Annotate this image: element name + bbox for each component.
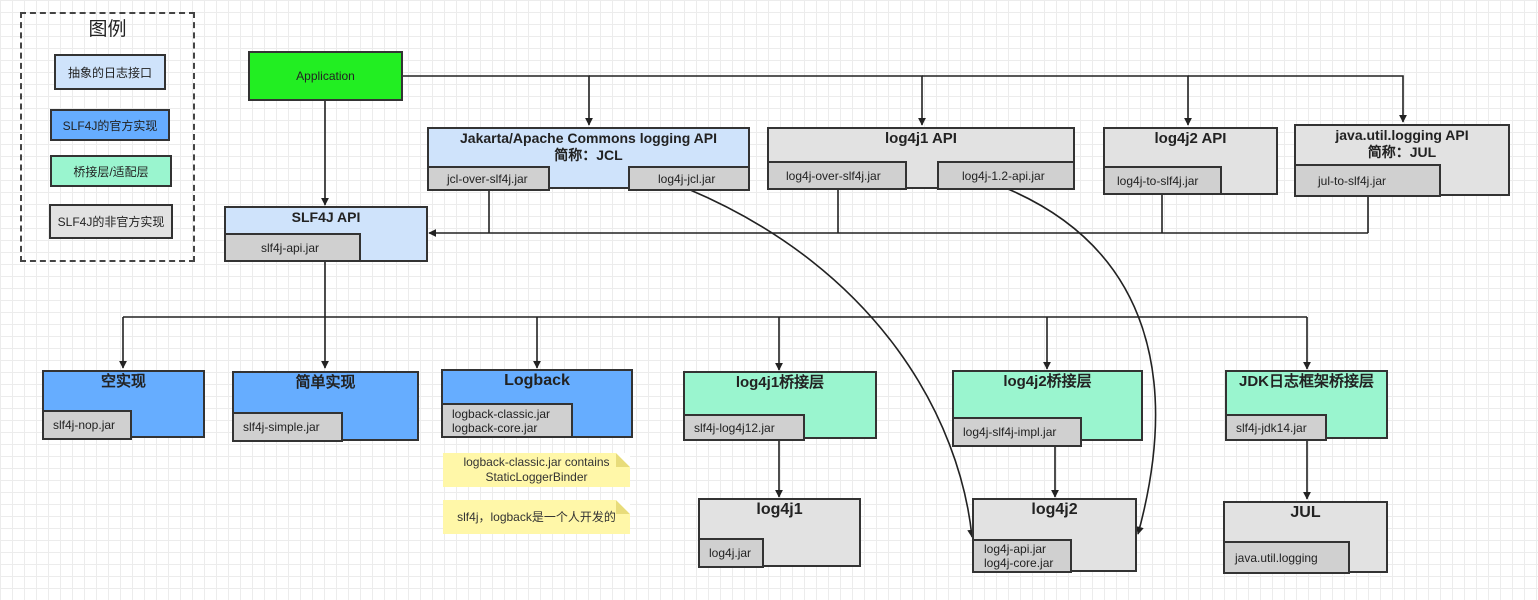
jul-to-slf4j-jar: jul-to-slf4j.jar bbox=[1294, 164, 1441, 197]
edge-log4j-jcl-to-log4j2 bbox=[687, 188, 976, 538]
note-same-author: slf4j，logback是一个人开发的 bbox=[443, 500, 630, 534]
log4j1-impl-box: log4j1 log4j.jar bbox=[698, 498, 861, 568]
slf4j-api-jar-label: slf4j-api.jar bbox=[261, 240, 320, 255]
jdk-bridge-title: JDK日志框架桥接层 bbox=[1238, 373, 1374, 390]
note2-text: slf4j，logback是一个人开发的 bbox=[457, 509, 616, 524]
jul-api-box: java.util.logging API 简称：JUL jul-to-slf4… bbox=[1294, 124, 1510, 197]
jcl-over-slf4j-jar: jcl-over-slf4j.jar bbox=[427, 166, 550, 191]
log4j-slf4j-impl-jar: log4j-slf4j-impl.jar bbox=[952, 417, 1082, 447]
logback-classic-jar-label: logback-classic.jar bbox=[452, 406, 551, 421]
note1-line2: StaticLoggerBinder bbox=[485, 470, 588, 484]
note-fold-icon bbox=[616, 453, 630, 467]
log4j1-bridge-title: log4j1桥接层 bbox=[735, 374, 825, 391]
log4j2-jars: log4j-api.jar log4j-core.jar bbox=[972, 539, 1072, 573]
jcl-api-box: Jakarta/Apache Commons logging API 简称：JC… bbox=[427, 127, 750, 191]
edge-app-to-jcl bbox=[402, 75, 593, 126]
log4j-to-slf4j-jar: log4j-to-slf4j.jar bbox=[1103, 166, 1222, 195]
application-box: Application bbox=[248, 51, 403, 101]
logback-box: Logback logback-classic.jar logback-core… bbox=[441, 369, 633, 438]
java-util-logging-jar: java.util.logging bbox=[1223, 541, 1350, 574]
edge-log4j-1-2-api-to-log4j2 bbox=[1007, 188, 1157, 535]
edge-app-to-log4j2-api bbox=[922, 75, 1192, 126]
log4j2-bridge-box: log4j2桥接层 log4j-slf4j-impl.jar bbox=[952, 370, 1143, 447]
log4j-core-jar-label: log4j-core.jar bbox=[984, 556, 1054, 570]
jul-to-slf4j-jar-label: jul-to-slf4j.jar bbox=[1318, 173, 1387, 188]
nop-impl-box: 空实现 slf4j-nop.jar bbox=[42, 370, 205, 440]
java-util-logging-label: java.util.logging bbox=[1235, 550, 1318, 565]
log4j1-api-box: log4j1 API log4j-over-slf4j.jar log4j-1.… bbox=[767, 127, 1075, 190]
legend-item-official-impl: SLF4J的官方实现 bbox=[50, 109, 170, 141]
note1-line1: logback-classic.jar contains bbox=[463, 455, 610, 469]
log4j-jcl-jar: log4j-jcl.jar bbox=[628, 166, 750, 191]
slf4j-api-title: SLF4J API bbox=[291, 209, 361, 225]
nop-impl-title: 空实现 bbox=[100, 373, 146, 390]
jcl-over-slf4j-jar-label: jcl-over-slf4j.jar bbox=[447, 171, 528, 186]
edge-bridges-to-slf4j bbox=[429, 188, 1369, 233]
legend: 图例 抽象的日志接口 SLF4J的官方实现 桥接层/适配层 SLF4J的非官方实… bbox=[20, 12, 195, 262]
legend-title: 图例 bbox=[88, 19, 127, 40]
log4j2-api-box: log4j2 API log4j-to-slf4j.jar bbox=[1103, 127, 1278, 195]
log4j-jar-label: log4j.jar bbox=[709, 546, 752, 560]
log4j-over-slf4j-jar: log4j-over-slf4j.jar bbox=[767, 161, 907, 190]
log4j-api-jar-label: log4j-api.jar bbox=[984, 542, 1047, 556]
jdk-bridge-box: JDK日志框架桥接层 slf4j-jdk14.jar bbox=[1225, 370, 1388, 441]
slf4j-nop-jar-label: slf4j-nop.jar bbox=[53, 418, 116, 432]
log4j-jcl-jar-label: log4j-jcl.jar bbox=[658, 171, 716, 186]
logback-title: Logback bbox=[504, 372, 570, 389]
log4j1-impl-title: log4j1 bbox=[756, 501, 803, 518]
jul-api-title-line1: java.util.logging API bbox=[1335, 127, 1469, 143]
jcl-title-line2: 简称：JCL bbox=[554, 147, 623, 163]
note-static-logger-binder: logback-classic.jar contains StaticLogge… bbox=[443, 453, 630, 487]
logback-core-jar-label: logback-core.jar bbox=[452, 420, 538, 435]
log4j2-bridge-title: log4j2桥接层 bbox=[1003, 373, 1092, 390]
slf4j-simple-jar: slf4j-simple.jar bbox=[232, 412, 343, 442]
edge-app-to-jul-api bbox=[1188, 75, 1407, 123]
log4j-to-slf4j-jar-label: log4j-to-slf4j.jar bbox=[1117, 173, 1199, 188]
slf4j-nop-jar: slf4j-nop.jar bbox=[42, 410, 132, 440]
log4j1-bridge-box: log4j1桥接层 slf4j-log4j12.jar bbox=[683, 371, 877, 441]
jul-impl-title: JUL bbox=[1290, 504, 1321, 521]
slf4j-simple-jar-label: slf4j-simple.jar bbox=[243, 420, 320, 434]
log4j-1-2-api-jar: log4j-1.2-api.jar bbox=[937, 161, 1075, 190]
edge-slf4j-bus bbox=[123, 262, 1307, 318]
jul-api-title-line2: 简称：JUL bbox=[1367, 144, 1437, 160]
edge-app-to-log4j1-api bbox=[589, 75, 926, 126]
legend-item-unofficial-impl: SLF4J的非官方实现 bbox=[49, 204, 173, 239]
log4j2-impl-title: log4j2 bbox=[1031, 501, 1078, 518]
log4j-jar: log4j.jar bbox=[698, 538, 764, 568]
jcl-title-line1: Jakarta/Apache Commons logging API bbox=[460, 130, 717, 146]
log4j-over-slf4j-jar-label: log4j-over-slf4j.jar bbox=[786, 168, 881, 183]
slf4j-log4j12-jar-label: slf4j-log4j12.jar bbox=[694, 420, 775, 435]
simple-impl-box: 简单实现 slf4j-simple.jar bbox=[232, 371, 419, 442]
slf4j-jdk14-jar: slf4j-jdk14.jar bbox=[1225, 414, 1327, 441]
legend-item-abstract-api: 抽象的日志接口 bbox=[54, 54, 166, 90]
log4j-1-2-api-jar-label: log4j-1.2-api.jar bbox=[962, 168, 1045, 183]
slf4j-api-box: SLF4J API slf4j-api.jar bbox=[224, 206, 428, 262]
note-fold-icon bbox=[616, 500, 630, 514]
jcl-title: Jakarta/Apache Commons logging API 简称：JC… bbox=[429, 129, 748, 164]
jul-impl-box: JUL java.util.logging bbox=[1223, 501, 1388, 574]
log4j2-api-title: log4j2 API bbox=[1154, 130, 1227, 147]
slf4j-jdk14-jar-label: slf4j-jdk14.jar bbox=[1236, 420, 1307, 435]
slf4j-log4j12-jar: slf4j-log4j12.jar bbox=[683, 414, 805, 441]
log4j-slf4j-impl-jar-label: log4j-slf4j-impl.jar bbox=[963, 425, 1057, 439]
logback-jars: logback-classic.jar logback-core.jar bbox=[441, 403, 573, 438]
slf4j-api-jar: slf4j-api.jar bbox=[224, 233, 361, 262]
log4j2-impl-box: log4j2 log4j-api.jar log4j-core.jar bbox=[972, 498, 1137, 573]
legend-item-bridge-layer: 桥接层/适配层 bbox=[50, 155, 172, 187]
simple-impl-title: 简单实现 bbox=[295, 374, 356, 391]
log4j1-api-title: log4j1 API bbox=[885, 130, 957, 147]
jul-api-title: java.util.logging API 简称：JUL bbox=[1296, 126, 1508, 161]
